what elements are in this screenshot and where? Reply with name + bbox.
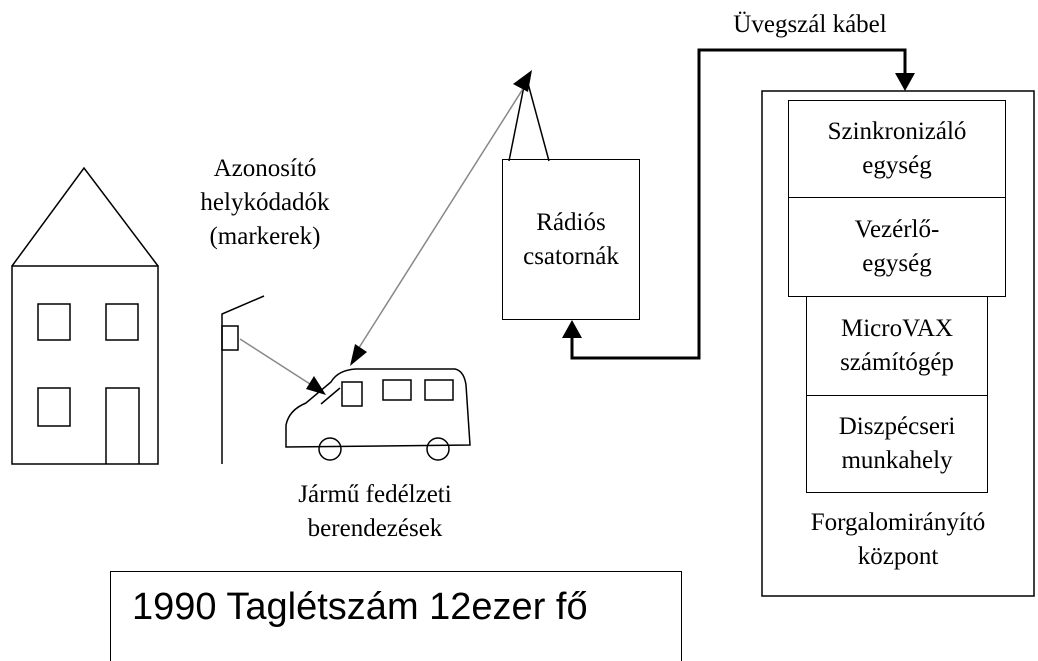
marker-post-icon — [221, 295, 265, 464]
dispatcher-box: Diszpécseri munkahely — [806, 395, 988, 493]
marker-label-line1: Azonosító — [213, 155, 317, 182]
vehicle-label-line1: Jármű fedélzeti — [298, 481, 452, 508]
marker-label: Azonosító helykódadók (markerek) — [170, 152, 360, 254]
caption-box — [110, 571, 682, 661]
fiber-cable — [562, 48, 915, 360]
center-label-line1: Forgalomirányító — [810, 509, 986, 536]
van-icon — [285, 368, 471, 461]
marker-label-line3: (markerek) — [209, 223, 321, 250]
vehicle-label: Jármű fedélzeti berendezések — [270, 478, 480, 546]
radio-label-line2: csatornák — [523, 242, 619, 270]
control-center-frame — [761, 90, 1035, 597]
dispatch-label-line1: Diszpécseri — [838, 413, 956, 440]
center-label-line2: központ — [857, 543, 939, 570]
dispatch-label-line2: munkahely — [841, 447, 953, 474]
control-label-line2: egység — [862, 250, 932, 277]
microvax-label-line2: számítógép — [840, 349, 954, 376]
radio-link-arrow — [350, 70, 532, 366]
control-center-label: Forgalomirányító központ — [772, 506, 1024, 574]
control-unit-box: Vezérlő- egység — [788, 197, 1006, 297]
caption-text: 1990 Taglétszám 12ezer fő — [132, 586, 588, 628]
vehicle-label-line2: berendezések — [307, 515, 443, 542]
sync-unit-box: Szinkronizáló egység — [788, 100, 1006, 198]
radio-label-line1: Rádiós — [536, 208, 606, 236]
sync-label-line1: Szinkronizáló — [827, 118, 967, 145]
sync-label-line2: egység — [862, 152, 932, 179]
microvax-box: MicroVAX számítógép — [806, 296, 988, 396]
marker-label-line2: helykódadók — [200, 189, 330, 216]
radio-antenna-icon — [508, 75, 550, 162]
marker-to-vehicle-arrow — [239, 338, 326, 395]
microvax-label-line1: MicroVAX — [840, 315, 954, 342]
radio-channels-box: Rádiós csatornák — [502, 159, 640, 320]
fiber-label: Üvegszál kábel — [733, 11, 887, 38]
house-icon — [11, 166, 159, 465]
control-label-line1: Vezérlő- — [854, 216, 940, 243]
